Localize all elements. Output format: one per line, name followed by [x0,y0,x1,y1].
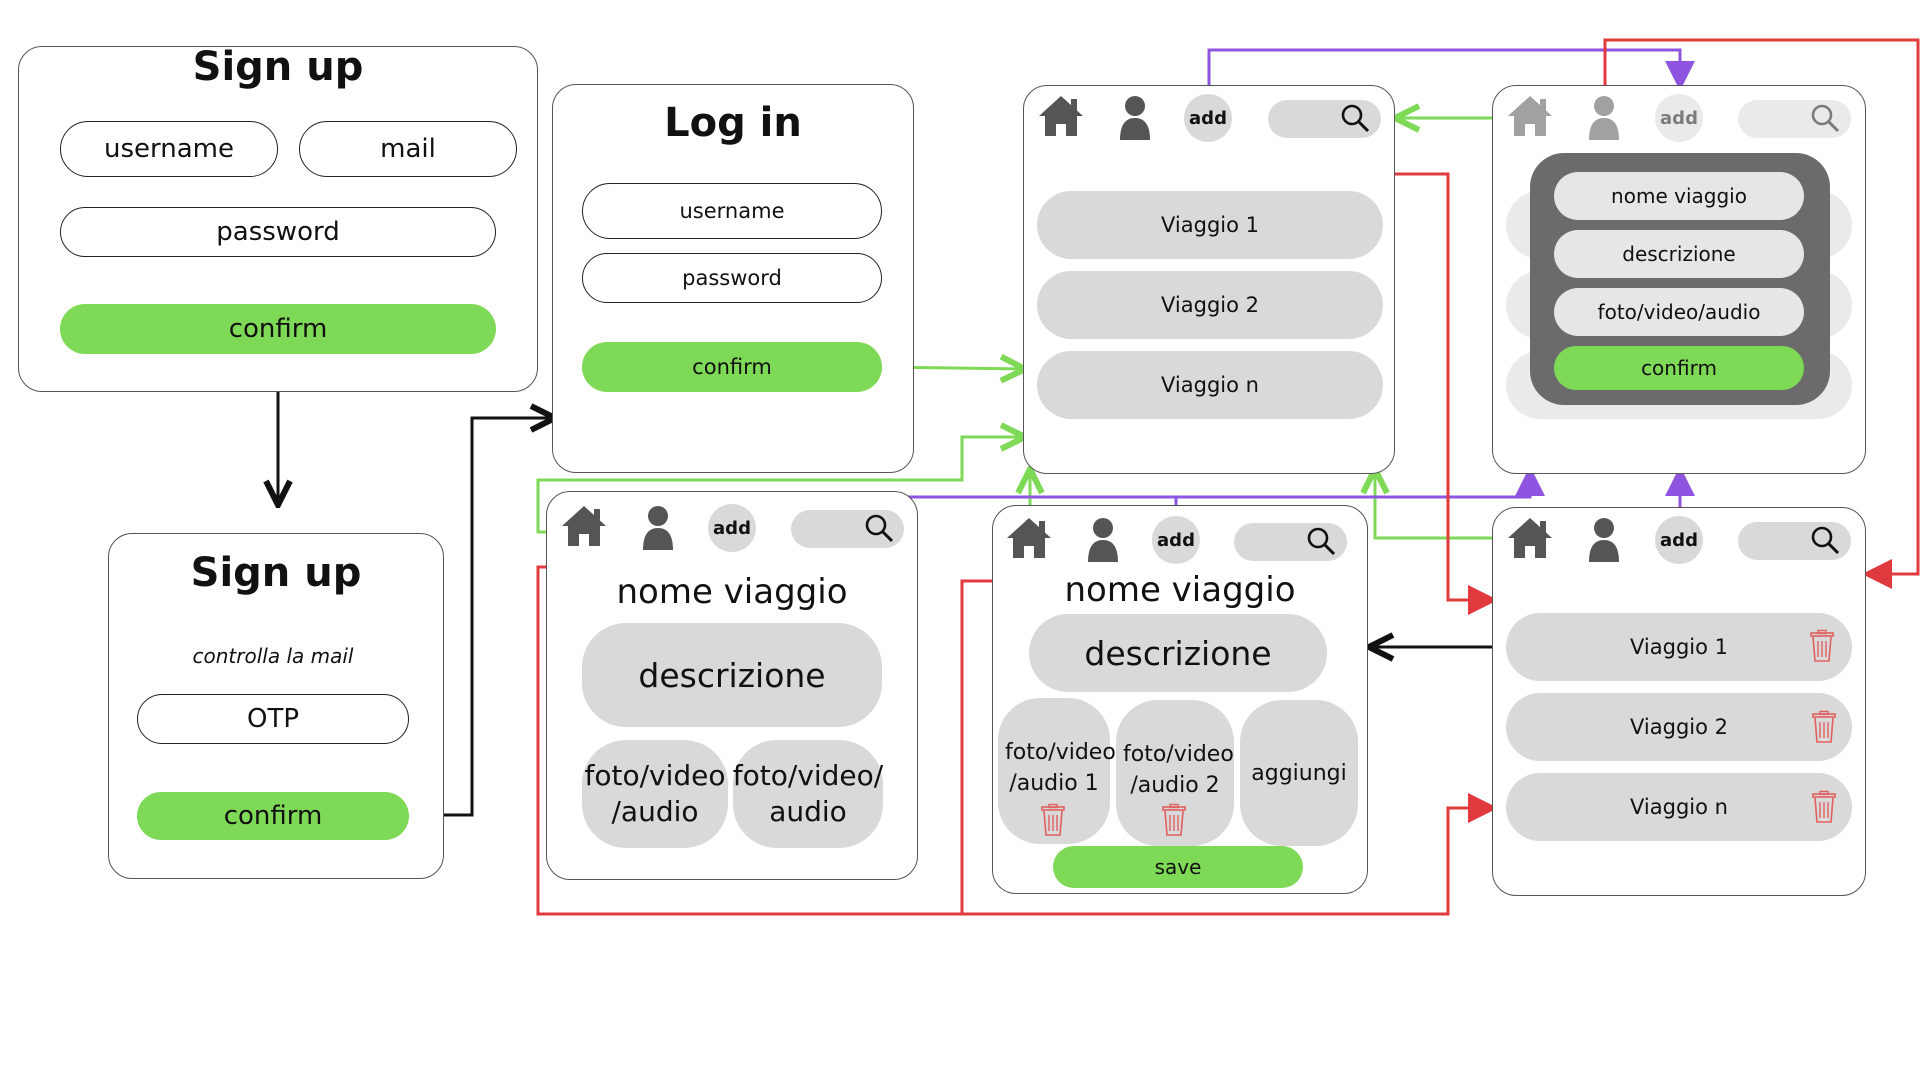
login-confirm-button[interactable]: confirm [582,342,882,392]
media-item-1[interactable]: foto/video /audio [582,740,728,848]
trip-item-n[interactable]: Viaggio n [1037,351,1383,419]
otp-confirm-button[interactable]: confirm [137,792,409,840]
home-icon[interactable] [560,504,608,548]
home-icon[interactable] [1506,516,1554,560]
modal-confirm-button[interactable]: confirm [1554,346,1804,390]
media-label-1: foto/video /audio 1 [1005,740,1116,796]
password-field[interactable]: password [60,207,496,257]
user-icon[interactable] [1118,94,1152,140]
search-bar [1738,100,1851,138]
user-icon[interactable] [1587,516,1621,562]
user-icon[interactable] [641,504,675,550]
home-icon[interactable] [1037,94,1085,138]
otp-field[interactable]: OTP [137,694,409,744]
search-bar[interactable] [1234,523,1347,561]
add-button[interactable]: add [708,504,756,552]
trip-description-field[interactable]: descrizione [1029,614,1327,692]
search-icon [865,514,894,543]
profile-trip-item-2[interactable]: Viaggio 2 [1506,693,1852,761]
arrow-profile-home-to-home [1375,472,1507,540]
trip-description: descrizione [582,623,882,727]
add-button[interactable]: add [1655,516,1703,564]
signup-title: Sign up [192,44,364,90]
trip-item-2[interactable]: Viaggio 2 [1037,271,1383,339]
add-media-button[interactable]: aggiungi [1240,700,1358,846]
arrow-add-to-modal [1207,48,1695,94]
save-button[interactable]: save [1053,846,1303,888]
user-icon[interactable] [1086,516,1120,562]
arrow-view-home-to-home [536,437,1022,534]
trash-icon[interactable] [1810,629,1834,662]
search-bar[interactable] [1268,100,1381,138]
trip-name-field[interactable]: nome viaggio [1554,172,1804,220]
media-item-2[interactable]: foto/video /audio 2 [1116,700,1234,846]
search-icon [1341,104,1370,133]
home-icon [1508,96,1552,136]
add-button[interactable]: add [1152,516,1200,564]
add-button: add [1655,94,1703,142]
login-title: Log in [664,100,802,146]
search-bar[interactable] [1738,522,1851,560]
trip-name: nome viaggio [616,572,848,612]
add-button[interactable]: add [1184,94,1232,142]
trash-icon[interactable] [1041,803,1065,836]
username-field[interactable]: username [60,121,278,177]
arrow-modal-user-to-profile [1603,38,1920,589]
check-mail-hint: controlla la mail [192,644,354,668]
search-icon [1307,527,1336,556]
trash-icon[interactable] [1162,803,1186,836]
login-password-field[interactable]: password [582,253,882,303]
media-field[interactable]: foto/video/audio [1554,288,1804,336]
confirm-button[interactable]: confirm [60,304,496,354]
profile-trip-item-n[interactable]: Viaggio n [1506,773,1852,841]
otp-title: Sign up [190,550,362,596]
user-icon [1589,96,1619,140]
media-label-2: foto/video /audio 2 [1123,742,1234,798]
media-item-1[interactable]: foto/video /audio 1 [998,698,1116,844]
trash-icon[interactable] [1812,710,1836,743]
trip-name: nome viaggio [1064,570,1296,610]
search-icon [1811,104,1840,133]
home-icon[interactable] [1005,516,1053,560]
search-icon [1811,526,1840,555]
profile-trip-item-1[interactable]: Viaggio 1 [1506,613,1852,681]
trash-icon[interactable] [1812,790,1836,823]
trip-item-1[interactable]: Viaggio 1 [1037,191,1383,259]
mail-field[interactable]: mail [299,121,517,177]
description-field[interactable]: descrizione [1554,230,1804,278]
login-username-field[interactable]: username [582,183,882,239]
media-item-2[interactable]: foto/video/ audio [733,740,883,848]
